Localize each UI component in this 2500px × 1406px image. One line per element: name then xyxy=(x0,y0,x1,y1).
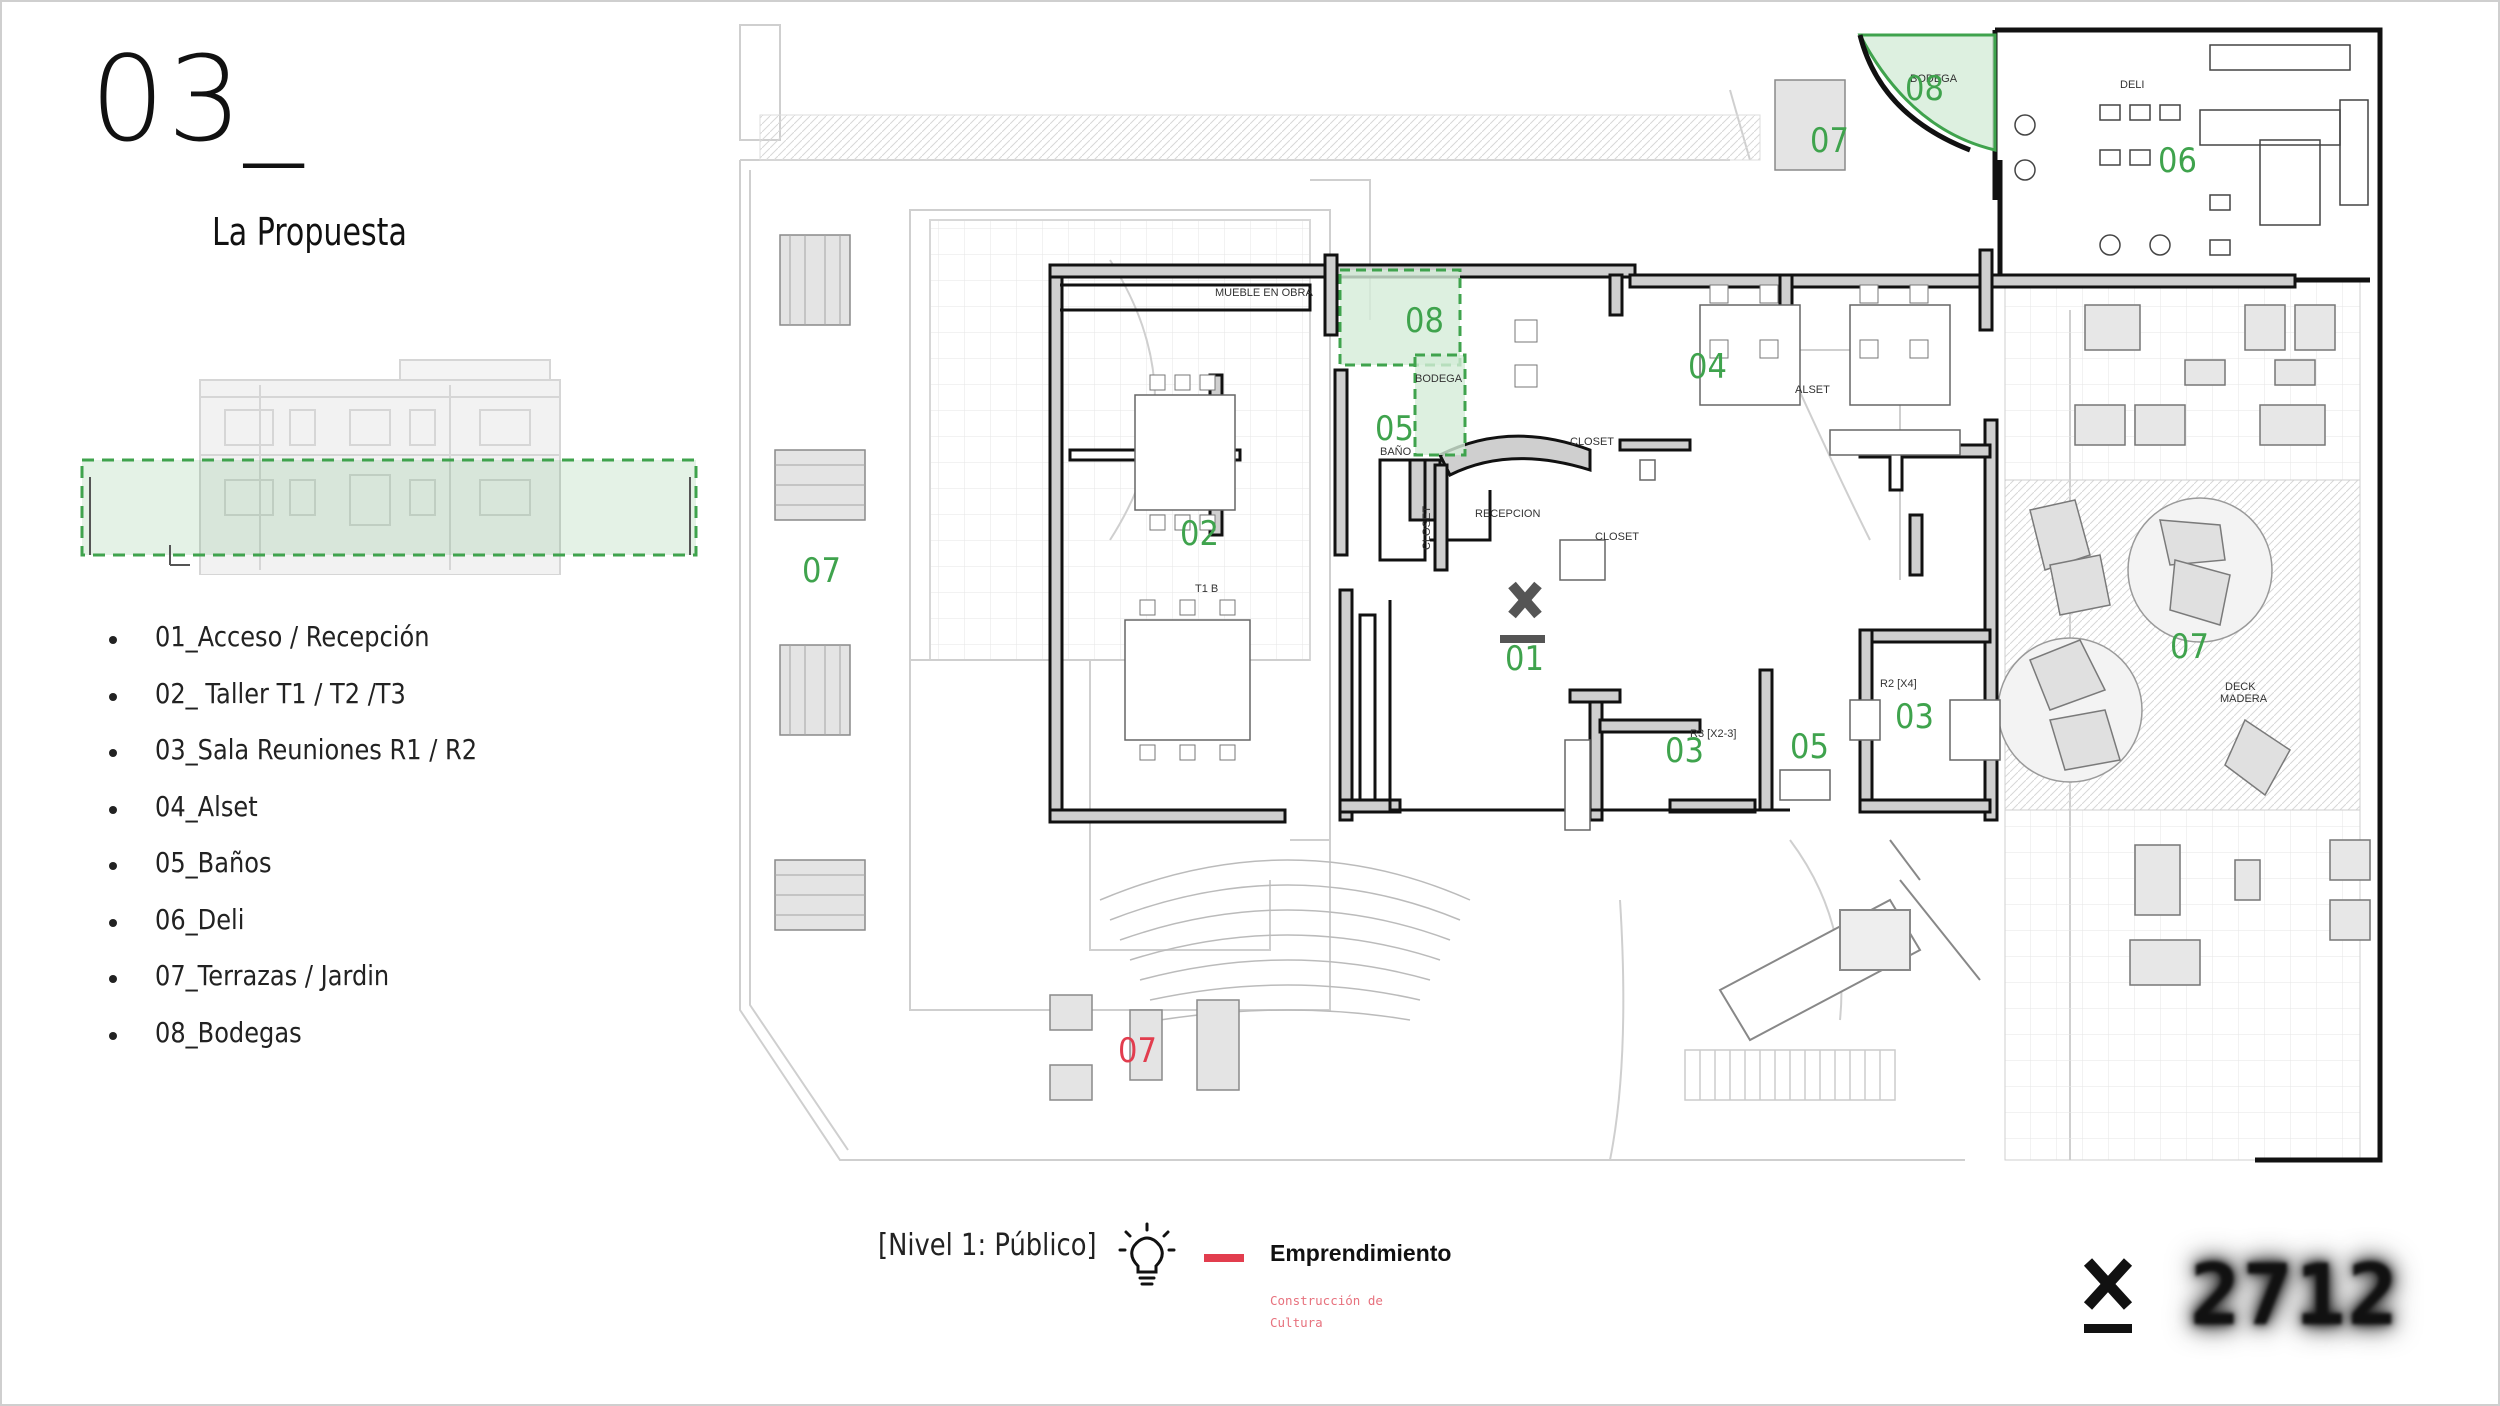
zone-05a: 05 xyxy=(1375,409,1414,449)
stamp-logo: 2712 xyxy=(2189,1246,2401,1344)
label-r2: R2 [X4] xyxy=(1880,678,1917,690)
section-title: La Propuesta xyxy=(212,210,407,254)
zone-07-red: 07 xyxy=(1118,1031,1157,1071)
program-item: 01_Acceso / Recepción xyxy=(105,620,529,677)
zone-02: 02 xyxy=(1180,514,1219,554)
level-label: [Nivel 1: Público] xyxy=(878,1228,1097,1263)
label-closet: CLOSET xyxy=(1570,436,1614,448)
program-list: 01_Acceso / Recepción 02_ Taller T1 / T2… xyxy=(105,620,529,1072)
program-item: 07_Terrazas / Jardin xyxy=(105,959,529,1016)
program-item: 05_Baños xyxy=(105,846,529,903)
level-highlight xyxy=(80,458,698,557)
section-number: 03_ xyxy=(90,30,306,168)
category-title: Emprendimiento xyxy=(1270,1240,1452,1266)
floor-plan: MUEBLE EN OBRA BODEGA BAÑO CLOSET CLOSET… xyxy=(739,24,2383,1163)
bodega-highlight xyxy=(1338,268,1462,367)
label-closet-vertical: CLOSET xyxy=(1421,506,1433,550)
zone-03a: 03 xyxy=(1665,731,1704,771)
zone-07b: 07 xyxy=(1810,121,1849,161)
zone-06: 06 xyxy=(2158,141,2197,181)
label-bano: BAÑO xyxy=(1380,445,1412,458)
label-mueble: MUEBLE EN OBRA xyxy=(1215,287,1313,299)
zone-01: 01 xyxy=(1505,639,1544,679)
category-subtitle: Construcción de Cultura xyxy=(1270,1293,1383,1330)
program-item: 03_Sala Reuniones R1 / R2 xyxy=(105,733,529,790)
program-item: 06_Deli xyxy=(105,903,529,960)
lightbulb-icon xyxy=(1118,1222,1176,1286)
bodega-top-highlight xyxy=(1857,33,1997,152)
zone-08a: 08 xyxy=(1405,301,1444,341)
zone-03b: 03 xyxy=(1895,697,1934,737)
zone-07a: 07 xyxy=(802,551,841,591)
label-deli: DELI xyxy=(2120,79,2144,91)
zone-08b: 08 xyxy=(1905,69,1944,109)
label-bodega-top: BODEGA xyxy=(1910,73,1958,85)
label-madera: MADERA xyxy=(2220,693,2268,705)
label-recepcion: RECEPCION xyxy=(1475,508,1540,520)
building-elevation-thumbnail xyxy=(80,359,698,575)
program-item: 02_ Taller T1 / T2 /T3 xyxy=(105,677,529,734)
label-alset: ALSET xyxy=(1795,384,1830,396)
category-accent-mark xyxy=(1204,1254,1244,1262)
zone-04: 04 xyxy=(1688,347,1727,387)
program-item: 08_Bodegas xyxy=(105,1016,529,1073)
label-t1b: T1 B xyxy=(1195,583,1218,595)
label-deck: DECK xyxy=(2225,681,2256,693)
label-r3: R3 [X2-3] xyxy=(1690,728,1736,740)
zone-05b: 05 xyxy=(1790,727,1829,767)
label-bodega: BODEGA xyxy=(1415,373,1463,385)
program-item: 04_Alset xyxy=(105,790,529,847)
x-logo-icon xyxy=(2083,1258,2133,1333)
label-closet-2: CLOSET xyxy=(1595,531,1639,543)
zone-07c: 07 xyxy=(2170,627,2209,667)
